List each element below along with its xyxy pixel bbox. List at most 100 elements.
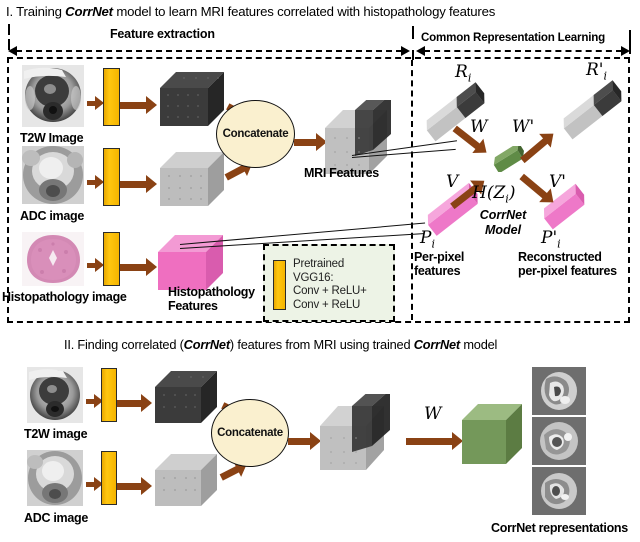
mri-features-caption: MRI Features (304, 166, 379, 180)
arrow-vgg-to-t2w-features (120, 96, 158, 114)
label-ri-symbol: R (455, 62, 468, 82)
histopathology-features-caption: Histopathology Features (168, 285, 260, 313)
t2w-feature-block-svg (160, 72, 224, 126)
arrow-t2w-to-vgg (87, 96, 104, 110)
t2w-image-caption-panel2: T2W image (24, 427, 88, 441)
label-v-prime: V' (549, 172, 566, 192)
t2w-image-panel1 (22, 65, 84, 127)
legend-line-1: Pretrained (293, 258, 345, 270)
ri-prime-bar-svg (563, 80, 622, 140)
legend-line-3: Conv + ReLU+ (293, 285, 367, 298)
t2w-feature-block-panel2-svg (155, 371, 217, 423)
legend-pretrained-vgg16: Pretrained VGG16: Conv + ReLU+ Conv + Re… (263, 244, 395, 322)
range-tick-mid-bottom (412, 50, 414, 60)
arrow-concatenate-to-combined-panel2 (288, 432, 322, 450)
panel1-frame (7, 57, 630, 323)
adc-image-caption-panel1: ADC image (20, 209, 84, 223)
histopathology-image-caption: Histopathology image (2, 290, 127, 304)
arrow-vgg-to-histo-features (120, 258, 158, 276)
label-hz-main: H(Z (472, 183, 506, 203)
corrnet-rep-2-svg (532, 417, 586, 465)
section-header-feature-extraction: Feature extraction (110, 27, 215, 41)
panel2-title-corrnet1: CorrNet (183, 337, 230, 352)
arrow-adc-to-vgg (87, 175, 104, 189)
per-pixel-features-caption: Per-pixel features (414, 250, 494, 278)
span-arrow-common-representation-learning (416, 46, 630, 56)
combined-features-block-panel2 (320, 390, 406, 474)
per-pixel-features-line1: Per-pixel (414, 250, 465, 264)
section-header-common-representation-learning: Common Representation Learning (421, 31, 606, 44)
histopathology-feature-block (158, 230, 236, 294)
corrnet-output-cube (462, 398, 528, 470)
panel1-title: I. Training CorrNet model to learn MRI f… (6, 4, 495, 19)
label-ri-prime-symbol: R' (586, 60, 604, 80)
adc-feature-block-panel2-svg (155, 454, 217, 506)
vgg16-bar-adc (103, 148, 120, 206)
adc-feature-block-panel2 (155, 450, 225, 510)
corrnet-model-line1: CorrNet (479, 208, 527, 222)
adc-image-panel2 (27, 450, 83, 506)
range-tick-left-bottom (8, 39, 10, 50)
histopathology-features-caption-text: Histopathology Features (168, 285, 255, 313)
label-w-panel2: W (424, 404, 442, 424)
adc-feature-block-svg (160, 152, 224, 206)
vgg16-bar-t2w (103, 68, 120, 126)
label-ri-sub: i (467, 71, 472, 85)
corrnet-model-label: CorrNet Model (468, 208, 538, 238)
arrow-adc-to-vgg-panel2 (86, 477, 103, 491)
reconstructed-line2: per-pixel features (518, 264, 617, 278)
label-ri-prime-sub: i (603, 69, 608, 83)
panel1-title-corrnet: CorrNet (65, 4, 113, 19)
histopathology-feature-block-svg (158, 235, 223, 290)
label-hz-sub: i (505, 192, 509, 206)
reconstructed-per-pixel-features-caption: Reconstructed per-pixel features (518, 250, 636, 278)
adc-image-panel1 (22, 146, 84, 204)
label-pi-symbol: P (420, 228, 432, 248)
label-hidden-hz: H(Zi) (472, 183, 515, 205)
legend-text: Pretrained VGG16: Conv + ReLU+ Conv + Re… (293, 258, 367, 312)
pi-prime-bar-svg (543, 183, 585, 230)
adc-mri-render-panel2 (27, 450, 83, 506)
legend-line-4: Conv + ReLU (293, 298, 361, 311)
t2w-feature-block-panel2 (155, 367, 225, 427)
panel2-title: II. Finding correlated (CorrNet) feature… (64, 337, 497, 352)
label-pi: Pi (420, 228, 435, 250)
vgg16-bar-t2w-panel2 (101, 368, 117, 422)
arrow-vgg-to-adc-features (120, 175, 158, 193)
range-tick-right (629, 30, 631, 54)
histopathology-render (22, 232, 84, 286)
label-pi-prime: P'i (541, 228, 561, 250)
adc-feature-block (160, 148, 230, 210)
panel1-title-part1: I. Training (6, 4, 66, 19)
corrnet-model-line2: Model (484, 223, 522, 237)
label-v: V (446, 172, 459, 192)
corrnet-representations-caption: CorrNet representations (491, 521, 628, 535)
ri-prime-representation-bar (553, 78, 631, 150)
concatenate-node-panel2: Concatenate (211, 399, 289, 467)
t2w-feature-block (160, 68, 230, 130)
vgg16-bar-histopathology (103, 232, 120, 286)
range-tick-left-top (8, 24, 10, 35)
corrnet-rep-3-svg (532, 467, 586, 515)
legend-vgg-bar-icon (273, 260, 286, 310)
range-tick-mid-top (412, 26, 414, 39)
arrow-w-panel2 (406, 432, 464, 450)
corrnet-representation-3 (532, 467, 586, 515)
panel2-title-corrnet2: CorrNet (413, 337, 460, 352)
arrow-vgg-to-t2w-features-panel2 (117, 394, 153, 412)
label-hz-close: ) (508, 183, 516, 203)
label-ri: Ri (455, 62, 471, 84)
reconstructed-line1: Reconstructed (518, 250, 602, 264)
adc-mri-render (22, 146, 84, 204)
label-pi-prime-sub: i (557, 237, 561, 251)
arrow-histo-to-vgg (87, 258, 104, 272)
t2w-mri-render (22, 65, 84, 127)
arrow-vgg-to-adc-features-panel2 (117, 477, 153, 495)
label-w: W (470, 117, 488, 137)
label-w-prime: W' (512, 117, 535, 137)
combined-features-block-panel2-svg (320, 390, 390, 470)
t2w-image-panel2 (27, 367, 83, 423)
panel1-section-divider (411, 60, 413, 320)
mri-features-block (325, 94, 405, 178)
mri-features-block-svg (325, 94, 391, 174)
